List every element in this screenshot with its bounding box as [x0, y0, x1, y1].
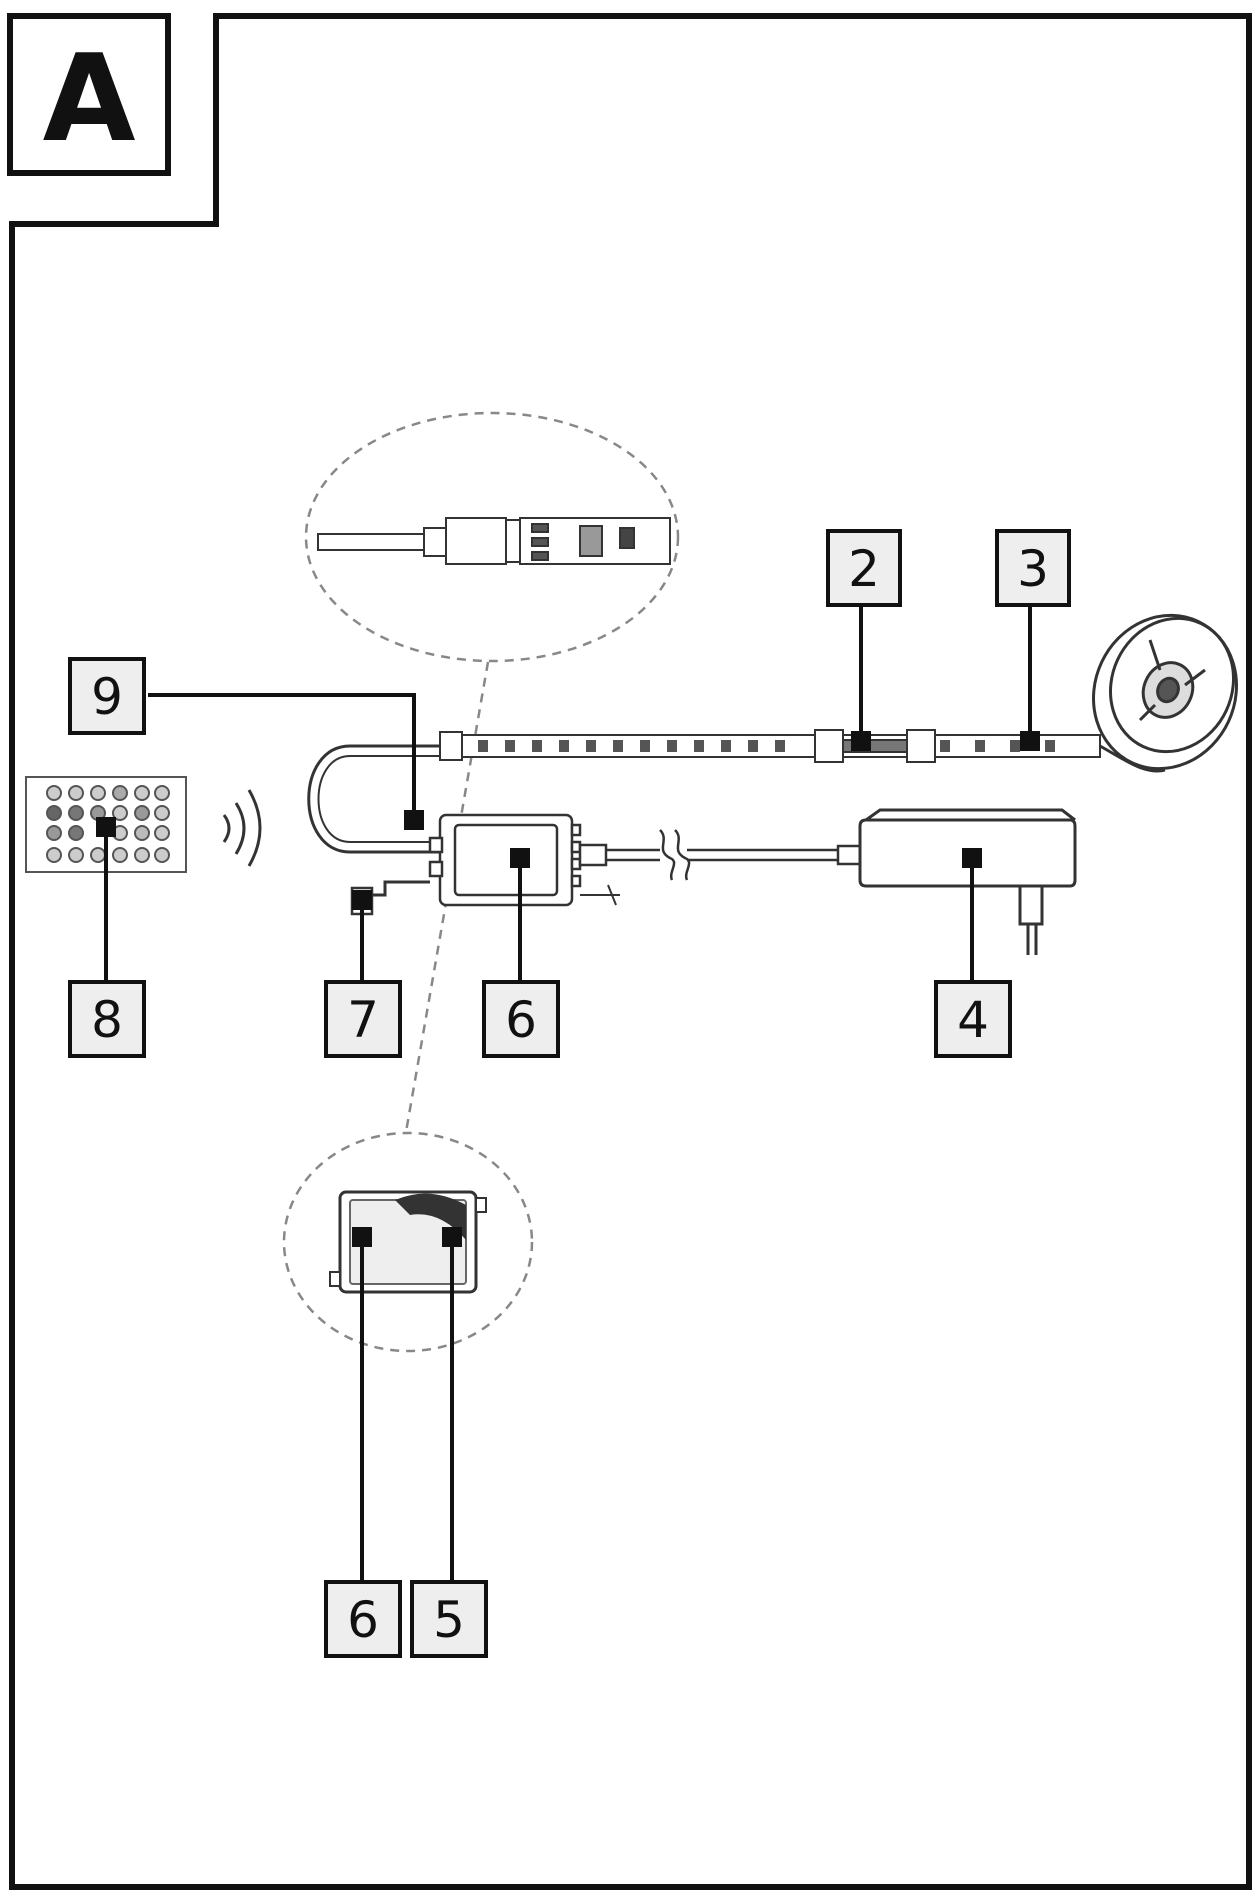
- connector-detail-illustration: [317, 517, 671, 565]
- svg-text:2: 2: [848, 540, 880, 598]
- callout-7: 7: [324, 980, 402, 1058]
- strip-cable-loop: [307, 744, 440, 854]
- svg-text:3: 3: [1017, 540, 1049, 598]
- led-reel: [1092, 613, 1238, 773]
- callout-5: 5: [410, 1580, 488, 1658]
- adhesive-pad-illustration: [329, 1190, 487, 1294]
- callout-9: 9: [68, 657, 146, 735]
- leader-lines: [104, 605, 1032, 1582]
- svg-text:8: 8: [91, 991, 123, 1049]
- svg-text:4: 4: [957, 991, 989, 1049]
- svg-text:6: 6: [505, 991, 537, 1049]
- power-adapter: [858, 808, 1077, 955]
- svg-text:9: 9: [91, 668, 123, 726]
- callout-4: 4: [934, 980, 1012, 1058]
- callout-3: 3: [995, 529, 1071, 607]
- svg-text:5: 5: [433, 1591, 465, 1649]
- callout-2: 2: [826, 529, 902, 607]
- svg-text:7: 7: [347, 991, 379, 1049]
- power-cable: [578, 829, 868, 881]
- leader-markers: [96, 731, 1040, 1247]
- ir-signal-icon: [222, 789, 262, 867]
- led-strip: [439, 729, 1101, 763]
- ir-receiver-cable: [370, 880, 430, 897]
- detail-circle-connector: [304, 411, 680, 663]
- callout-6-top: 6: [482, 980, 560, 1058]
- detail-circle-adhesive: [282, 1131, 534, 1353]
- title-box: [7, 13, 171, 176]
- callout-6-bottom: 6: [324, 1580, 402, 1658]
- outer-frame: [9, 13, 1252, 1890]
- callout-8: 8: [68, 980, 146, 1058]
- figure-label: A: [43, 30, 136, 169]
- controller-unit: [428, 813, 582, 907]
- svg-text:6: 6: [347, 1591, 379, 1649]
